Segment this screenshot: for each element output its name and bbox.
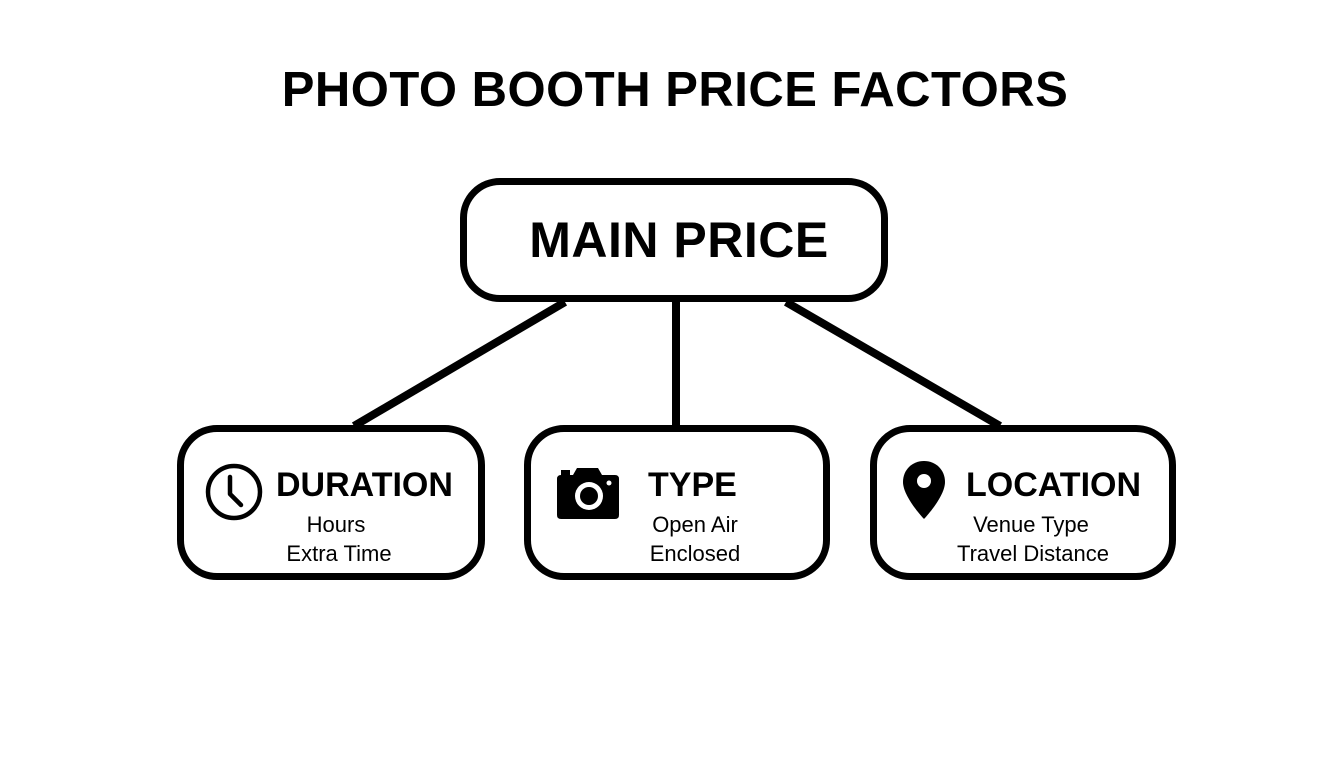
factor-node-duration: DURATION Hours Extra Time (177, 425, 485, 580)
factor-title-type: TYPE (648, 466, 737, 504)
clock-icon (205, 463, 263, 521)
connector-duration (351, 298, 568, 430)
factor-node-type: TYPE Open Air Enclosed (524, 425, 830, 580)
factor-title-duration: DURATION (276, 466, 453, 504)
factor-item-venue-type: Venue Type (973, 512, 1089, 537)
diagram-title: PHOTO BOOTH PRICE FACTORS (281, 63, 1069, 117)
factor-item-hours: Hours (306, 512, 366, 537)
map-pin-icon (903, 461, 945, 519)
main-price-label: MAIN PRICE (529, 212, 829, 268)
connector-location (783, 298, 1003, 430)
factor-item-open-air: Open Air (652, 512, 738, 537)
factor-title-location: LOCATION (966, 466, 1142, 504)
main-price-node: MAIN PRICE (460, 178, 888, 302)
factor-item-travel-distance: Travel Distance (956, 541, 1109, 566)
camera-icon (557, 468, 619, 519)
factor-node-location: LOCATION Venue Type Travel Distance (870, 425, 1176, 580)
factor-item-extra-time: Extra Time (286, 541, 392, 566)
factor-item-enclosed: Enclosed (649, 541, 741, 566)
